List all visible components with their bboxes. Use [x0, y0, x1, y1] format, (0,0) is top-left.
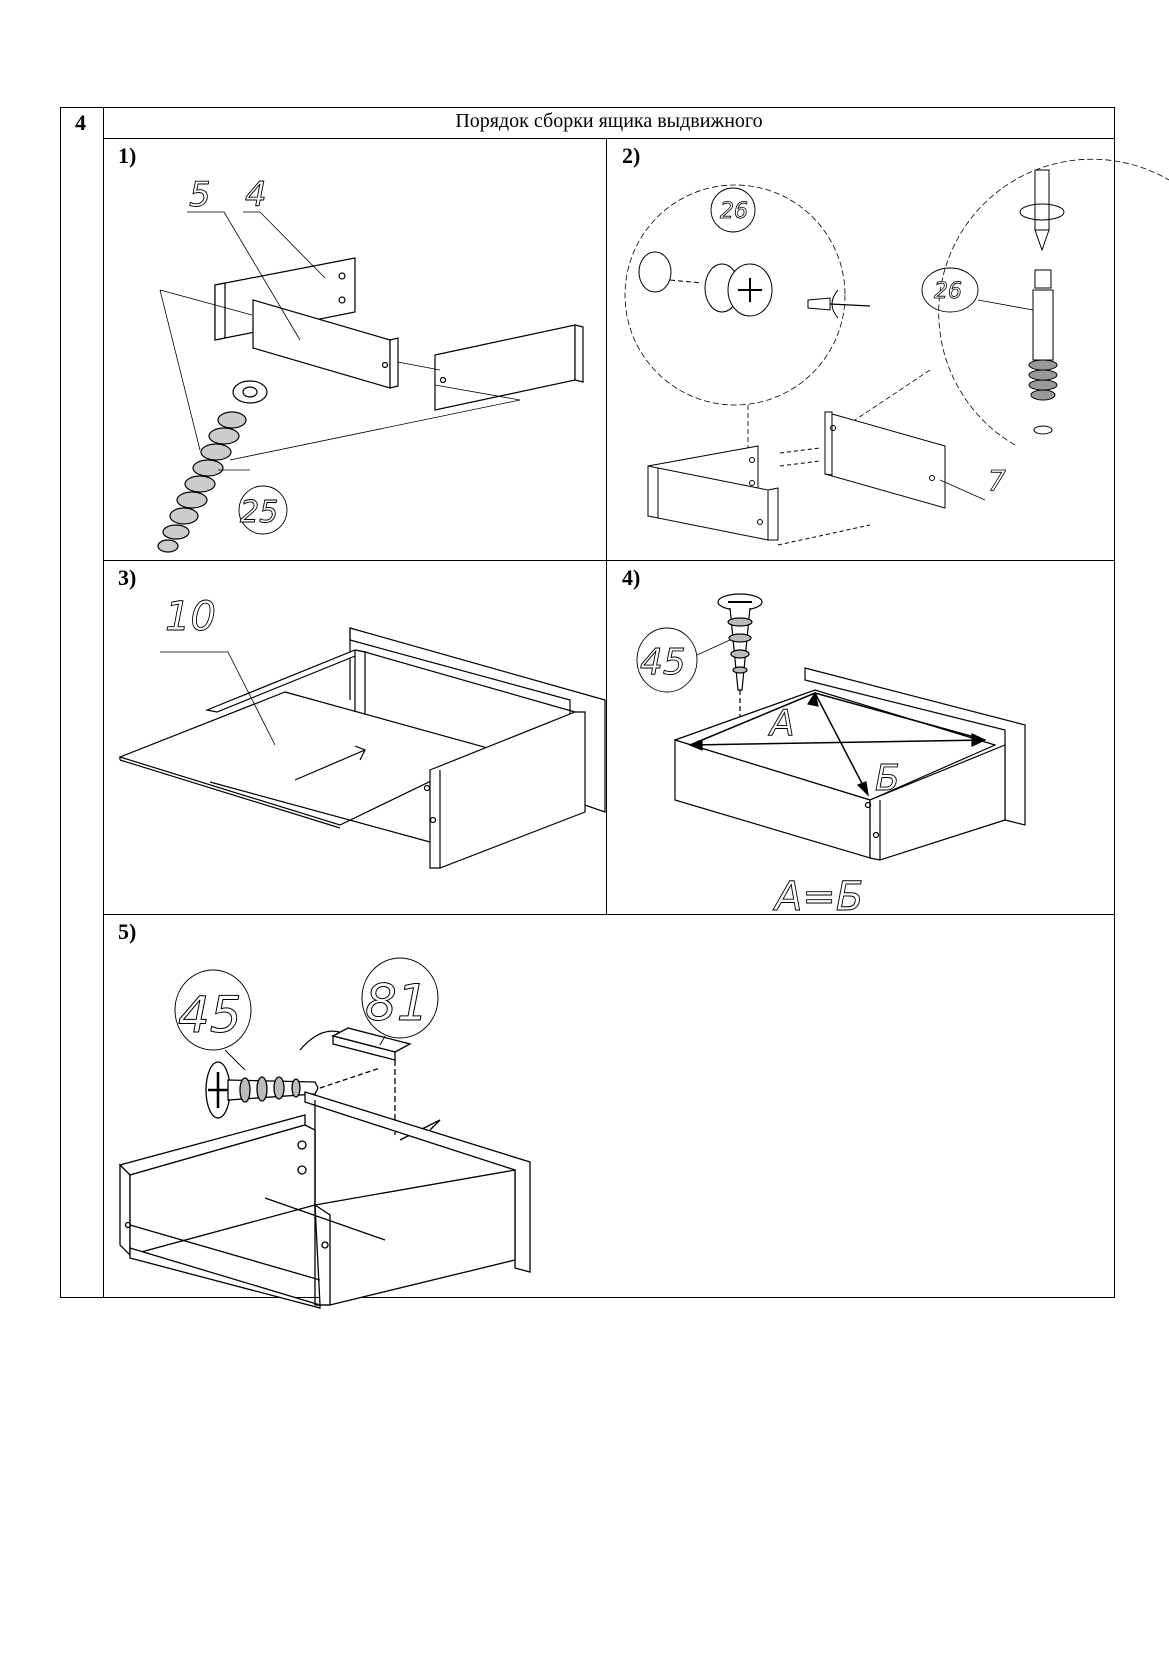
step-5-labels: 45 81 [178, 974, 430, 1045]
part-45-label: 45 [640, 642, 686, 683]
part-81-label: 81 [365, 974, 429, 1032]
part-25-label: 25 [240, 495, 278, 530]
diagonal-a-label: А [768, 703, 795, 744]
step-label-1: 1) [118, 143, 137, 168]
page-title: Порядок сборки ящика выдвижного [455, 110, 763, 132]
step-label-2: 2) [622, 143, 641, 168]
step-label-3: 3) [118, 565, 137, 590]
diagonals-equal-note: А=Б [772, 874, 863, 920]
section-number: 4 [75, 110, 86, 135]
part-45-label: 45 [178, 986, 242, 1044]
part-26-label-a: 26 [720, 199, 748, 224]
part-26-label-b: 26 [934, 279, 962, 304]
step-1-labels: 5 4 25 [189, 175, 279, 531]
part-10-label: 10 [165, 594, 216, 640]
part-7-label: 7 [988, 464, 1006, 497]
part-4-label: 4 [245, 175, 267, 215]
step-4-labels: 45 А Б А=Б [640, 642, 901, 921]
step-2-labels: 26 26 7 [720, 199, 1007, 498]
part-5-label: 5 [189, 175, 211, 215]
diagonal-b-label: Б [875, 758, 900, 799]
step-label-4: 4) [622, 565, 641, 590]
step-label-5: 5) [118, 919, 137, 944]
cell-step-5 [103, 914, 1115, 1298]
